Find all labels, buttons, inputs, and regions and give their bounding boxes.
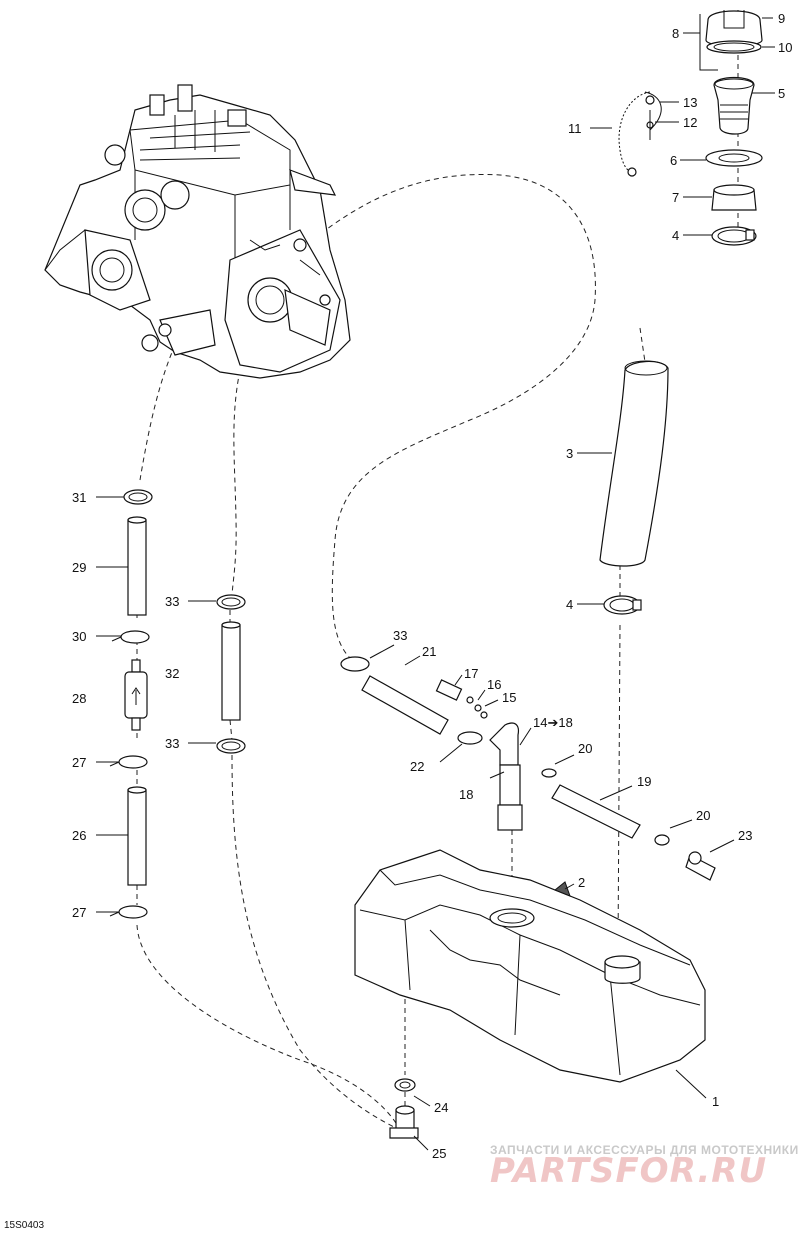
fuel-tank	[354, 849, 706, 1083]
callout-labels: 1 2 3 4 4 5 6 7 8 9 10 11 12 13 14➔18 15…	[72, 11, 792, 1161]
tether-chain	[618, 91, 662, 177]
callout-30: 30	[72, 629, 86, 644]
callout-27-lower: 27	[72, 905, 86, 920]
engine-assembly	[44, 84, 351, 379]
callout-19: 19	[637, 774, 651, 789]
leader-lines	[96, 14, 775, 1151]
callout-31: 31	[72, 490, 86, 505]
tank-fittings	[340, 656, 716, 881]
callout-20-upper: 20	[578, 741, 592, 756]
callout-8: 8	[672, 26, 679, 41]
filler-hose	[599, 360, 669, 615]
bottom-fittings	[389, 1078, 419, 1139]
callout-7: 7	[672, 190, 679, 205]
callout-2: 2	[578, 875, 585, 890]
callout-15: 15	[502, 690, 516, 705]
callout-33-upper: 33	[165, 594, 179, 609]
watermark: ЗАПЧАСТИ И АКСЕССУАРЫ ДЛЯ МОТОТЕХНИКИ PA…	[490, 1143, 799, 1191]
callout-5: 5	[778, 86, 785, 101]
callout-27-upper: 27	[72, 755, 86, 770]
callout-11: 11	[568, 121, 582, 136]
callout-4-top: 4	[672, 228, 679, 243]
callout-21: 21	[422, 644, 436, 659]
callout-6: 6	[670, 153, 677, 168]
callout-4-bottom: 4	[566, 597, 573, 612]
callout-13: 13	[683, 95, 697, 110]
fuel-filter-line	[109, 489, 153, 919]
callout-23: 23	[738, 828, 752, 843]
callout-1: 1	[712, 1094, 719, 1109]
callout-12: 12	[683, 115, 697, 130]
middle-hose	[216, 594, 246, 754]
callout-16: 16	[487, 677, 501, 692]
callout-32: 32	[165, 666, 179, 681]
callout-29: 29	[72, 560, 86, 575]
callout-22: 22	[410, 759, 424, 774]
document-reference: 15S0403	[4, 1220, 44, 1231]
watermark-logo: PARTSFOR.RU	[490, 1151, 767, 1191]
callout-28: 28	[72, 691, 86, 706]
callout-18: 18	[459, 787, 473, 802]
filler-cap-assembly	[705, 10, 763, 246]
callout-25: 25	[432, 1146, 446, 1161]
callout-33-lower: 33	[165, 736, 179, 751]
callout-3: 3	[566, 446, 573, 461]
callout-20-lower: 20	[696, 808, 710, 823]
watermark-tagline: ЗАПЧАСТИ И АКСЕССУАРЫ ДЛЯ МОТОТЕХНИКИ	[490, 1143, 799, 1157]
callout-10: 10	[778, 40, 792, 55]
callout-26: 26	[72, 828, 86, 843]
callout-24: 24	[434, 1100, 448, 1115]
callout-14-18: 14➔18	[533, 715, 573, 730]
callout-9: 9	[778, 11, 785, 26]
callout-33-right: 33	[393, 628, 407, 643]
callout-17: 17	[464, 666, 478, 681]
